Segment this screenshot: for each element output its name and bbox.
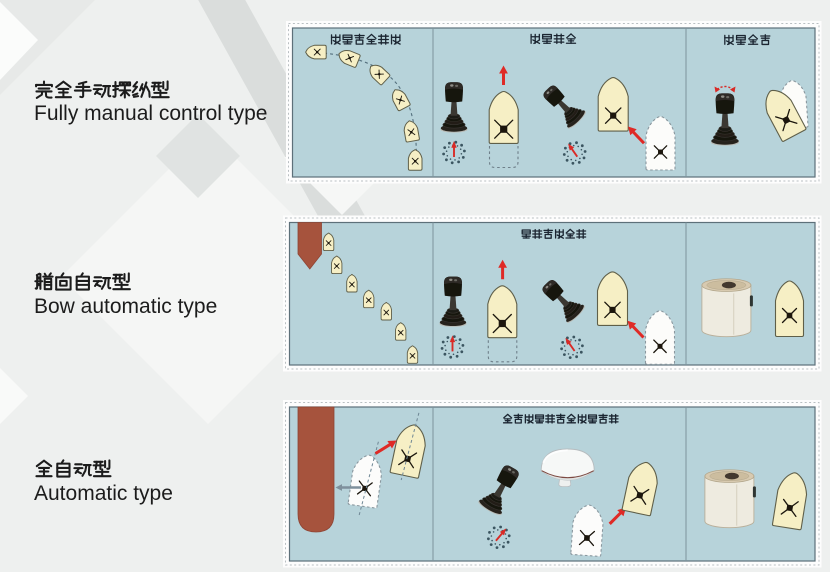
svg-text:Fully manual control type: Fully manual control type (34, 102, 267, 125)
svg-text:Bow automatic type: Bow automatic type (34, 295, 217, 318)
svg-text:Automatic type: Automatic type (34, 482, 173, 505)
